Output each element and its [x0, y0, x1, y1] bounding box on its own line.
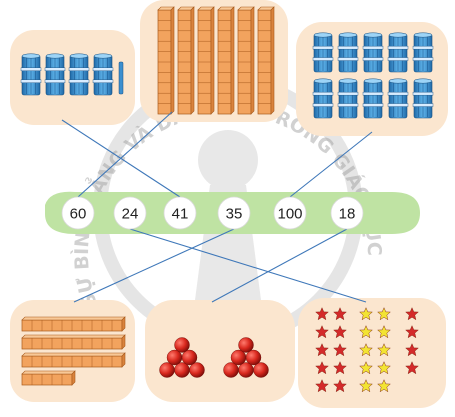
bundle-of-ten — [44, 53, 66, 96]
bundle-of-ten — [92, 53, 114, 96]
panel-bottom-left — [10, 300, 135, 402]
top-right-bundles — [312, 32, 434, 119]
number-label: 35 — [226, 206, 243, 223]
number-circle-24[interactable]: 24 — [113, 196, 147, 230]
single-cubes — [21, 370, 76, 386]
bundle-of-ten — [387, 32, 409, 73]
number-label: 41 — [172, 206, 189, 223]
ball — [238, 337, 254, 353]
ten-rod — [157, 6, 175, 115]
ten-rod — [177, 6, 195, 115]
ball — [189, 362, 205, 378]
ball — [181, 349, 198, 366]
number-label: 60 — [70, 206, 87, 223]
top-middle-rods — [157, 6, 275, 115]
bottom-middle-balls — [159, 337, 269, 378]
number-circle-35[interactable]: 35 — [217, 196, 251, 230]
bundle-of-ten — [312, 78, 334, 119]
number-circle-18[interactable]: 18 — [330, 196, 364, 230]
number-circle-100[interactable]: 100 — [273, 196, 307, 230]
match-line-24 — [129, 228, 367, 303]
single-stick — [118, 61, 124, 95]
match-line-60 — [77, 111, 173, 198]
bundle-of-ten — [412, 32, 434, 73]
ball — [245, 349, 262, 366]
bundle-of-ten — [337, 78, 359, 119]
bottom-left-rods — [21, 316, 126, 386]
ten-rod — [257, 6, 275, 115]
number-label: 100 — [277, 206, 302, 223]
top-left-bundles — [20, 53, 124, 96]
bundle-of-ten — [20, 53, 42, 96]
ten-rod — [237, 6, 255, 115]
bundle-of-ten — [312, 32, 334, 73]
match-line-35 — [73, 228, 235, 303]
number-circle-60[interactable]: 60 — [61, 196, 95, 230]
number-label: 18 — [339, 206, 356, 223]
bundle-of-ten — [362, 78, 384, 119]
ten-rod — [21, 334, 126, 350]
ball — [253, 362, 269, 378]
number-circles: 60 24 41 35 100 18 — [61, 196, 364, 230]
bundle-of-ten — [362, 32, 384, 73]
ten-rod — [21, 316, 126, 332]
match-lines — [61, 111, 373, 303]
ball — [174, 337, 190, 353]
panel-bottom-middle — [145, 300, 295, 402]
panel-bottom-right — [298, 298, 446, 408]
bundle-of-ten — [412, 78, 434, 119]
number-circle-41[interactable]: 41 — [163, 196, 197, 230]
ten-rod — [217, 6, 235, 115]
number-label: 24 — [122, 206, 139, 223]
ten-rod — [21, 352, 126, 368]
bundle-of-ten — [337, 32, 359, 73]
match-line-100 — [289, 131, 373, 198]
bundle-of-ten — [68, 53, 90, 96]
ten-rod — [197, 6, 215, 115]
bundle-of-ten — [387, 78, 409, 119]
match-line-18 — [211, 228, 348, 303]
